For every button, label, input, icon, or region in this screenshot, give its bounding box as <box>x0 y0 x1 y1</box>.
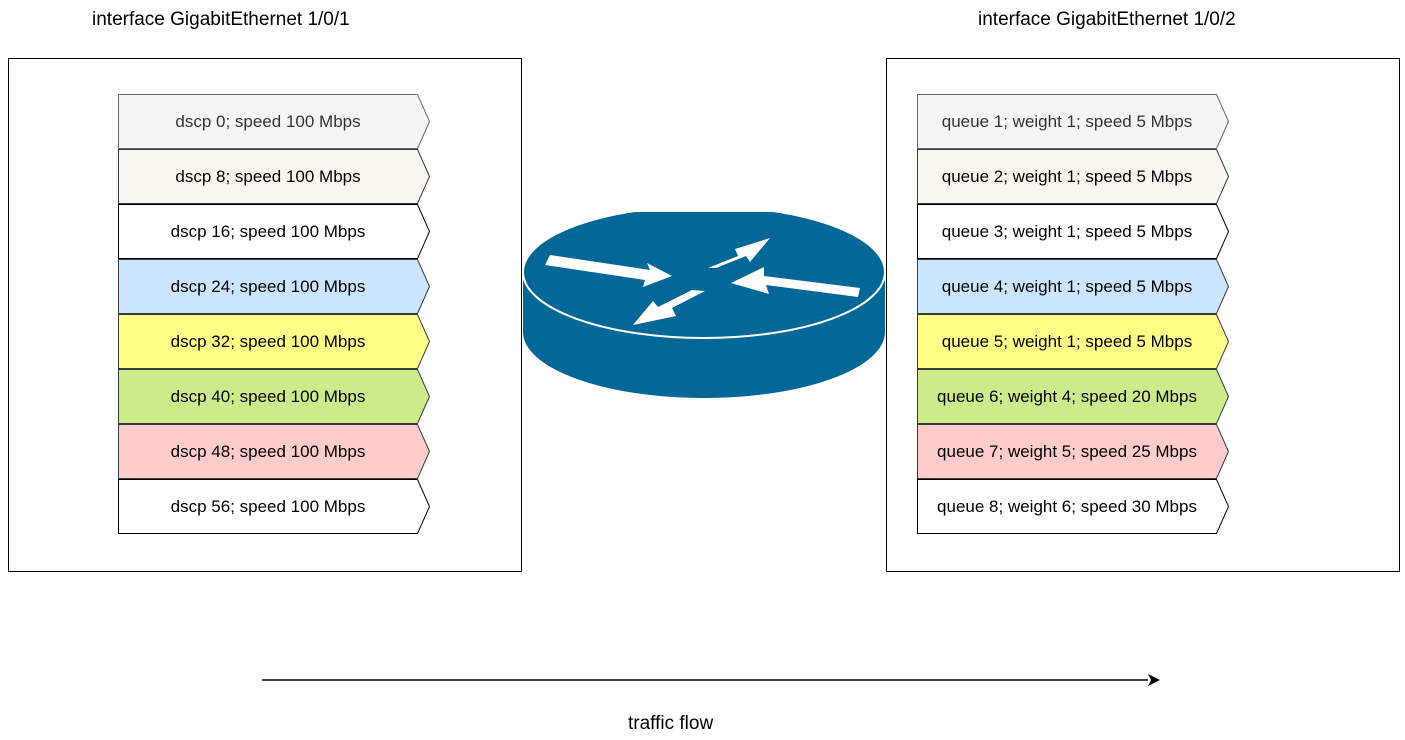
tag-shape <box>917 369 1230 424</box>
tag-label: dscp 48; speed 100 Mbps <box>170 442 366 461</box>
tag-shape <box>917 259 1230 314</box>
tag-row: dscp 16; speed 100 Mbps <box>118 204 431 259</box>
router-arrows-icon <box>545 238 860 325</box>
tag-label: dscp 32; speed 100 Mbps <box>170 332 366 351</box>
tag-row: dscp 0; speed 100 Mbps <box>118 94 431 149</box>
tag-row: queue 8; weight 6; speed 30 Mbps <box>917 479 1230 534</box>
tag-shape <box>118 369 431 424</box>
tag-shape <box>917 149 1230 204</box>
tag-row: queue 6; weight 4; speed 20 Mbps <box>917 369 1230 424</box>
queue-tag-list: queue 1; weight 1; speed 5 Mbps queue 2; … <box>917 94 1230 534</box>
arrow-left-icon <box>731 267 860 297</box>
arrowhead-icon <box>1148 674 1160 686</box>
tag-row: dscp 56; speed 100 Mbps <box>118 479 431 534</box>
arrow-up-right-icon <box>708 238 770 268</box>
tag-label: queue 7; weight 5; speed 25 Mbps <box>937 442 1197 461</box>
tag-shape <box>118 424 431 479</box>
right-interface-title: interface GigabitEthernet 1/0/2 <box>978 9 1236 30</box>
tag-shape <box>917 94 1230 149</box>
tag-label: dscp 8; speed 100 Mbps <box>175 167 361 186</box>
tag-label: dscp 0; speed 100 Mbps <box>175 112 361 131</box>
tag-label: dscp 56; speed 100 Mbps <box>170 497 366 516</box>
tag-shape <box>917 479 1230 534</box>
tag-row: dscp 24; speed 100 Mbps <box>118 259 431 314</box>
tag-row: queue 2; weight 1; speed 5 Mbps <box>917 149 1230 204</box>
left-interface-box: dscp 0; speed 100 Mbps dscp 8; speed 100 … <box>8 58 522 572</box>
router-icon <box>522 212 886 398</box>
tag-row: dscp 40; speed 100 Mbps <box>118 369 431 424</box>
tag-label: queue 3; weight 1; speed 5 Mbps <box>941 222 1193 241</box>
tag-row: queue 7; weight 5; speed 25 Mbps <box>917 424 1230 479</box>
arrow-down-left-icon <box>633 290 705 325</box>
tag-shape <box>118 259 431 314</box>
arrow-right-icon <box>545 255 672 287</box>
tag-row: queue 1; weight 1; speed 5 Mbps <box>917 94 1230 149</box>
tag-row: queue 5; weight 1; speed 5 Mbps <box>917 314 1230 369</box>
traffic-flow-label: traffic flow <box>628 713 714 734</box>
tag-shape <box>118 314 431 369</box>
tag-label: dscp 16; speed 100 Mbps <box>170 222 366 241</box>
tag-shape <box>118 149 431 204</box>
tag-row: queue 3; weight 1; speed 5 Mbps <box>917 204 1230 259</box>
left-interface-title: interface GigabitEthernet 1/0/1 <box>92 9 350 30</box>
tag-shape <box>118 479 431 534</box>
tag-shape <box>917 204 1230 259</box>
tag-label: queue 6; weight 4; speed 20 Mbps <box>937 387 1197 406</box>
traffic-flow-arrow <box>262 674 1160 686</box>
tag-shape <box>917 424 1230 479</box>
tag-label: queue 8; weight 6; speed 30 Mbps <box>937 497 1197 516</box>
tag-shape <box>118 204 431 259</box>
router-top <box>522 212 886 339</box>
tag-label: queue 5; weight 1; speed 5 Mbps <box>941 332 1193 351</box>
tag-shape <box>118 94 431 149</box>
tag-row: dscp 8; speed 100 Mbps <box>118 149 431 204</box>
tag-row: dscp 32; speed 100 Mbps <box>118 314 431 369</box>
tag-label: queue 2; weight 1; speed 5 Mbps <box>941 167 1193 186</box>
tag-row: dscp 48; speed 100 Mbps <box>118 424 431 479</box>
right-interface-box: queue 1; weight 1; speed 5 Mbps queue 2; … <box>886 58 1400 572</box>
tag-row: queue 4; weight 1; speed 5 Mbps <box>917 259 1230 314</box>
tag-shape <box>917 314 1230 369</box>
tag-label: queue 1; weight 1; speed 5 Mbps <box>941 112 1193 131</box>
tag-label: queue 4; weight 1; speed 5 Mbps <box>941 277 1193 296</box>
tag-label: dscp 24; speed 100 Mbps <box>170 277 366 296</box>
tag-label: dscp 40; speed 100 Mbps <box>170 387 366 406</box>
dscp-tag-list: dscp 0; speed 100 Mbps dscp 8; speed 100 … <box>118 94 431 534</box>
